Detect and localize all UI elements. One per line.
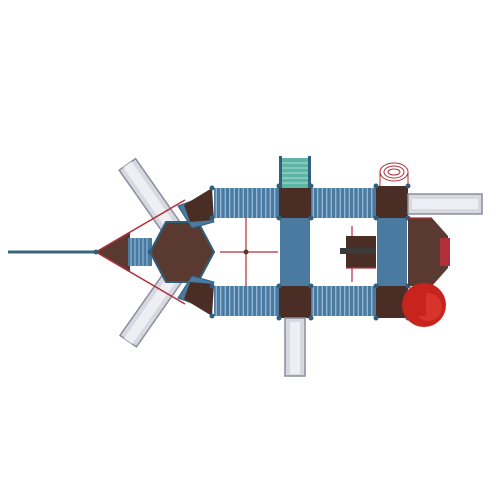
nose-rail-bottom [95, 251, 186, 305]
tube-slide-entry [408, 290, 426, 316]
center-vertical-bridge [280, 218, 310, 286]
right-slide-bed [412, 199, 478, 209]
lower-left-slide [118, 268, 184, 348]
top-center-deck [279, 186, 311, 218]
nose-bridge-slats [130, 238, 148, 266]
tail-deck-red-panel [440, 238, 450, 266]
spiral-climber [379, 162, 409, 186]
bottom-center-deck [279, 286, 311, 318]
nose-deck [96, 232, 130, 272]
top-right-deck [376, 186, 408, 218]
climber-rungs [282, 162, 308, 184]
right-vertical-bridge [377, 218, 407, 286]
climber-frame-left [279, 156, 282, 188]
top-bridge-2 [311, 188, 376, 218]
nose-rail-top [95, 199, 186, 253]
bottom-slide-bed [290, 322, 300, 374]
bottom-bridge-2 [311, 286, 376, 316]
upper-left-deck [184, 188, 214, 222]
tail-deck [408, 218, 448, 286]
rail-joint [243, 249, 249, 255]
top-bridge-1 [214, 188, 279, 218]
hex-hub-deck [148, 221, 216, 283]
bottom-bridge-1 [214, 286, 279, 316]
bench [340, 248, 376, 254]
climber-frame-right [308, 156, 311, 188]
lower-left-deck [184, 282, 214, 316]
